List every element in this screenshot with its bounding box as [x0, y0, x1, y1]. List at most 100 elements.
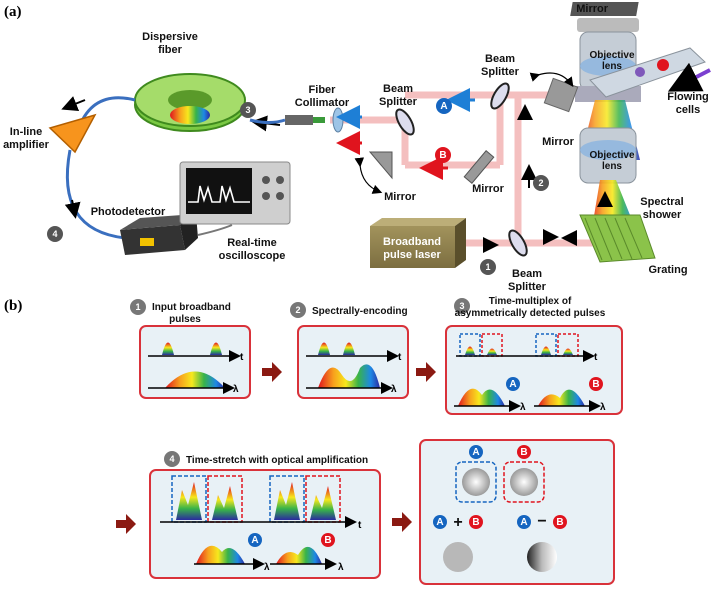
- path-tag-a: A: [436, 98, 452, 114]
- arrow-fiber-out: [61, 96, 86, 111]
- svg-text:A: A: [436, 517, 443, 528]
- label-osc-2: oscilloscope: [219, 250, 286, 262]
- label-grating: Grating: [648, 264, 687, 276]
- svg-text:2: 2: [538, 178, 543, 188]
- amplifier-triangle: [48, 113, 97, 154]
- result-panel: A B A + B A − B: [419, 439, 615, 585]
- label-objective-top-2: lens: [602, 61, 622, 72]
- label-flowing-2: cells: [676, 104, 700, 116]
- panel-a-label: (a): [4, 4, 22, 20]
- label-shower-1: Spectral: [640, 196, 683, 208]
- flow-arrow-2: [416, 362, 436, 382]
- svg-text:3: 3: [459, 301, 464, 311]
- svg-text:asymmetrically detected pulses: asymmetrically detected pulses: [455, 308, 606, 319]
- label-bs-left-2: Splitter: [379, 96, 418, 108]
- svg-text:−: −: [537, 513, 546, 530]
- svg-text:+: +: [453, 514, 462, 531]
- svg-text:λ: λ: [520, 402, 526, 413]
- label-bs-bottom-1: Beam: [512, 268, 542, 280]
- fiber-line-1: [249, 118, 286, 124]
- svg-text:B: B: [556, 517, 563, 528]
- label-top-mirror: Mirror: [576, 3, 609, 15]
- panel-b-label: (b): [4, 298, 22, 314]
- label-collimator-2: Collimator: [295, 97, 350, 109]
- rotate-arrow-right: [529, 72, 574, 87]
- flow-arrow: [667, 62, 711, 92]
- svg-text:1: 1: [485, 262, 490, 272]
- svg-text:B: B: [592, 379, 599, 390]
- step-marker-1: 1: [480, 259, 496, 275]
- svg-text:2: 2: [295, 305, 300, 315]
- label-bs-left-1: Beam: [383, 83, 413, 95]
- label-bs-bottom-2: Splitter: [508, 281, 547, 293]
- svg-text:A: A: [520, 517, 527, 528]
- svg-text:λ: λ: [391, 384, 397, 395]
- step-marker-3: 3: [240, 102, 256, 118]
- step-4-panel: 4 Time-stretch with optical amplificatio…: [149, 451, 381, 579]
- svg-text:t: t: [398, 352, 402, 363]
- svg-text:B: B: [520, 447, 527, 458]
- svg-text:t: t: [240, 352, 244, 363]
- svg-text:λ: λ: [338, 562, 344, 573]
- flow-arrow-3: [116, 514, 136, 534]
- label-disp-1: Dispersive: [142, 31, 198, 43]
- svg-text:B: B: [324, 535, 331, 546]
- svg-text:Time-stretch with optical ampl: Time-stretch with optical amplification: [186, 455, 368, 466]
- svg-text:pulses: pulses: [169, 314, 201, 325]
- broadband-laser: [370, 218, 466, 268]
- path-tag-b: B: [435, 147, 451, 163]
- grating: [579, 214, 656, 263]
- svg-text:3: 3: [245, 105, 250, 115]
- step-3-panel: 3 Time-multiplex of asymmetrically detec…: [445, 296, 623, 415]
- step-2-panel: 2 Spectrally-encoding t λ: [290, 302, 409, 399]
- flow-arrow-1: [262, 362, 282, 382]
- svg-text:A: A: [440, 101, 447, 112]
- svg-text:Input broadband: Input broadband: [152, 302, 231, 313]
- label-collimator-1: Fiber: [309, 84, 337, 96]
- label-amp-1: In-line: [10, 126, 42, 138]
- label-mirror-left: Mirror: [384, 191, 417, 203]
- label-bs-top-2: Splitter: [481, 66, 520, 78]
- svg-text:4: 4: [52, 229, 57, 239]
- label-objective-bottom-1: Objective: [589, 150, 634, 161]
- svg-text:4: 4: [169, 454, 174, 464]
- label-disp-2: fiber: [158, 44, 183, 56]
- label-mirror-mid: Mirror: [472, 183, 505, 195]
- step-1-panel: 1 Input broadband pulses t λ: [130, 299, 251, 399]
- svg-text:B: B: [439, 150, 446, 161]
- label-mirror-right: Mirror: [542, 136, 575, 148]
- svg-text:Time-multiplex of: Time-multiplex of: [489, 296, 572, 307]
- label-flowing-1: Flowing: [667, 91, 709, 103]
- svg-text:λ: λ: [233, 384, 239, 395]
- svg-text:t: t: [594, 352, 598, 363]
- oscilloscope: [179, 161, 291, 225]
- svg-text:A: A: [509, 379, 516, 390]
- arrow-down-amp: [64, 199, 81, 219]
- label-shower-2: shower: [643, 209, 682, 221]
- label-photodetector: Photodetector: [91, 206, 166, 218]
- svg-text:λ: λ: [600, 402, 606, 413]
- svg-text:B: B: [472, 517, 479, 528]
- step-marker-4: 4: [47, 226, 63, 242]
- svg-text:t: t: [358, 520, 362, 531]
- label-laser-2: pulse laser: [383, 249, 441, 261]
- svg-text:λ: λ: [264, 562, 270, 573]
- flow-arrow-4: [392, 512, 412, 532]
- step-marker-2: 2: [533, 175, 549, 191]
- svg-text:Spectrally-encoding: Spectrally-encoding: [312, 306, 408, 317]
- label-bs-top-1: Beam: [485, 53, 515, 65]
- dispersive-fiber-spool: [134, 73, 246, 132]
- photodetector-box: [120, 214, 233, 255]
- svg-text:1: 1: [135, 302, 140, 312]
- label-amp-2: amplifier: [3, 139, 50, 151]
- top-mirror: [570, 2, 639, 16]
- svg-text:A: A: [251, 535, 258, 546]
- label-laser-1: Broadband: [383, 236, 441, 248]
- svg-text:A: A: [472, 447, 479, 458]
- microscope: [570, 2, 706, 240]
- fiber-line-3: [65, 149, 126, 240]
- rotate-arrow-left: [354, 157, 383, 194]
- label-objective-bottom-2: lens: [602, 161, 622, 172]
- label-osc-1: Real-time: [227, 237, 277, 249]
